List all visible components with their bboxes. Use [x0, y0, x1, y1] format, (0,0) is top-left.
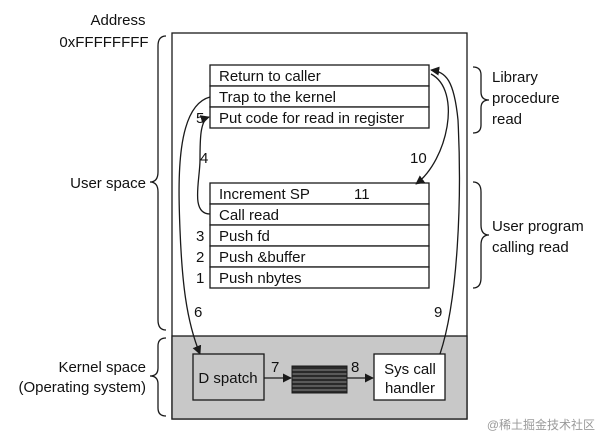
step-number-11: 11: [354, 186, 370, 203]
library-label-line3: read: [492, 111, 522, 128]
watermark: @稀土掘金技术社区: [487, 417, 595, 432]
step-number-9: 9: [434, 304, 442, 321]
syscall-table: [291, 365, 348, 394]
step-number-7: 7: [271, 359, 279, 376]
library-label: Library: [492, 69, 538, 86]
library-stack: Return to caller Trap to the kernel Put …: [209, 64, 430, 129]
kernel-space-sublabel: (Operating system): [18, 379, 146, 396]
address-value: 0xFFFFFFFF: [59, 34, 148, 51]
step-number-4: 4: [200, 150, 208, 167]
user-space-label: User space: [70, 175, 146, 192]
dispatch-label: D spatch: [198, 370, 257, 387]
program-stack-item: Increment SP: [219, 186, 310, 203]
step-number-2: 2: [196, 249, 204, 266]
program-stack-item: Push nbytes: [219, 270, 302, 287]
library-stack-item: Put code for read in register: [219, 110, 404, 127]
arrow-return-to-program: [415, 73, 449, 185]
address-label: Address: [90, 12, 145, 29]
arrow-call-to-library: [196, 115, 211, 215]
library-stack-row: [209, 106, 430, 129]
program-stack: Increment SP Call read Push fd Push &buf…: [209, 182, 430, 289]
kernel-space-label: Kernel space: [58, 359, 146, 376]
library-brace: [472, 66, 490, 134]
arrow-trap-to-dispatch: [178, 96, 211, 355]
program-stack-item: Push &buffer: [219, 249, 305, 266]
step-number-3: 3: [196, 228, 204, 245]
program-stack-item: Push fd: [219, 228, 270, 245]
user-program-label-line2: calling read: [492, 239, 569, 256]
user-space-brace: [149, 35, 167, 331]
user-program-label: User program: [492, 218, 584, 235]
arrow-handler-to-library: [430, 66, 461, 355]
dispatch-box: [192, 353, 265, 401]
handler-label: Sys call: [384, 361, 436, 378]
step-number-8: 8: [351, 359, 359, 376]
library-stack-item: Return to caller: [219, 68, 321, 85]
library-stack-item: Trap to the kernel: [219, 89, 336, 106]
step-number-1: 1: [196, 270, 204, 287]
step-number-10: 10: [410, 150, 427, 167]
handler-box: [373, 353, 446, 401]
user-program-brace: [472, 181, 490, 289]
kernel-space-brace: [149, 337, 167, 417]
step-number-6: 6: [194, 304, 202, 321]
handler-label-line2: handler: [385, 380, 435, 397]
program-stack-item: Call read: [219, 207, 279, 224]
program-stack-row: [209, 266, 430, 289]
library-label-line2: procedure: [492, 90, 560, 107]
